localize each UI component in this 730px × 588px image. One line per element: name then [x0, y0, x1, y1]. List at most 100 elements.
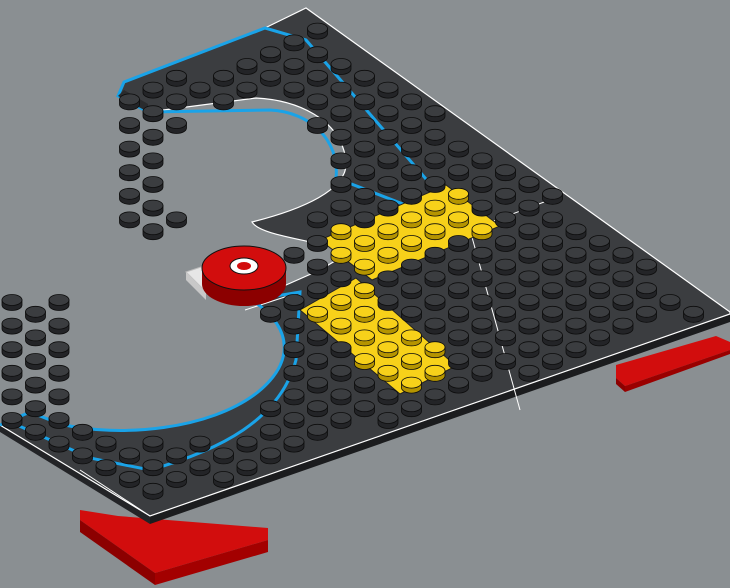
stud [190, 460, 210, 476]
stud [378, 82, 398, 98]
stud [378, 271, 398, 287]
stud [402, 236, 422, 252]
stud [331, 247, 351, 263]
stud [143, 224, 163, 240]
stud [590, 259, 610, 275]
stud [496, 330, 516, 346]
stud [355, 377, 375, 393]
stud [331, 365, 351, 381]
stud [49, 342, 69, 358]
stud [190, 82, 210, 98]
stud [449, 141, 469, 157]
stud [355, 354, 375, 370]
stud [472, 224, 492, 240]
stud [637, 306, 657, 322]
stud [402, 118, 422, 134]
stud [143, 177, 163, 193]
stud [449, 259, 469, 275]
stud [496, 259, 516, 275]
stud [308, 70, 328, 86]
stud [378, 342, 398, 358]
stud [355, 306, 375, 322]
stud [237, 436, 257, 452]
stud [425, 200, 445, 216]
stud [355, 94, 375, 110]
stud [472, 342, 492, 358]
stud [120, 188, 140, 204]
stud [2, 389, 22, 405]
stud [261, 448, 281, 464]
stud [519, 247, 539, 263]
stud [402, 165, 422, 181]
stud [284, 247, 304, 263]
stud [378, 365, 398, 381]
stud [378, 106, 398, 122]
stud [566, 318, 586, 334]
stud [425, 365, 445, 381]
stud [425, 342, 445, 358]
stud [402, 94, 422, 110]
stud [284, 342, 304, 358]
stud [284, 436, 304, 452]
stud [472, 318, 492, 334]
stud [425, 295, 445, 311]
stud [308, 23, 328, 39]
stud [167, 448, 187, 464]
stud [308, 283, 328, 299]
stud [496, 236, 516, 252]
stud [566, 271, 586, 287]
stud [355, 401, 375, 417]
stud [425, 129, 445, 145]
stud [143, 82, 163, 98]
stud [308, 259, 328, 275]
stud [378, 389, 398, 405]
support-brick-left [80, 510, 268, 585]
stud [331, 106, 351, 122]
stud [261, 424, 281, 440]
stud [449, 354, 469, 370]
stud [449, 188, 469, 204]
stud [237, 460, 257, 476]
stud [613, 318, 633, 334]
stud [26, 424, 46, 440]
stud [543, 212, 563, 228]
stud [402, 377, 422, 393]
stud [355, 188, 375, 204]
stud [96, 436, 116, 452]
stud [519, 342, 539, 358]
stud [590, 330, 610, 346]
stud [496, 354, 516, 370]
stud [284, 318, 304, 334]
stud [496, 306, 516, 322]
stud [308, 94, 328, 110]
stud [120, 448, 140, 464]
stud [449, 236, 469, 252]
stud [167, 70, 187, 86]
stud [284, 82, 304, 98]
stud [49, 389, 69, 405]
stud [96, 460, 116, 476]
stud [449, 306, 469, 322]
stud [120, 212, 140, 228]
stud [613, 247, 633, 263]
stud [355, 141, 375, 157]
stud [284, 295, 304, 311]
stud [26, 377, 46, 393]
stud [519, 224, 539, 240]
stud [472, 153, 492, 169]
stud [331, 271, 351, 287]
stud [167, 118, 187, 134]
stud [449, 165, 469, 181]
stud [425, 318, 445, 334]
stud [566, 342, 586, 358]
stud [214, 472, 234, 488]
stud [590, 306, 610, 322]
stud [26, 306, 46, 322]
stud [355, 283, 375, 299]
stud [543, 330, 563, 346]
stud [73, 424, 93, 440]
stud [331, 177, 351, 193]
stud [2, 295, 22, 311]
